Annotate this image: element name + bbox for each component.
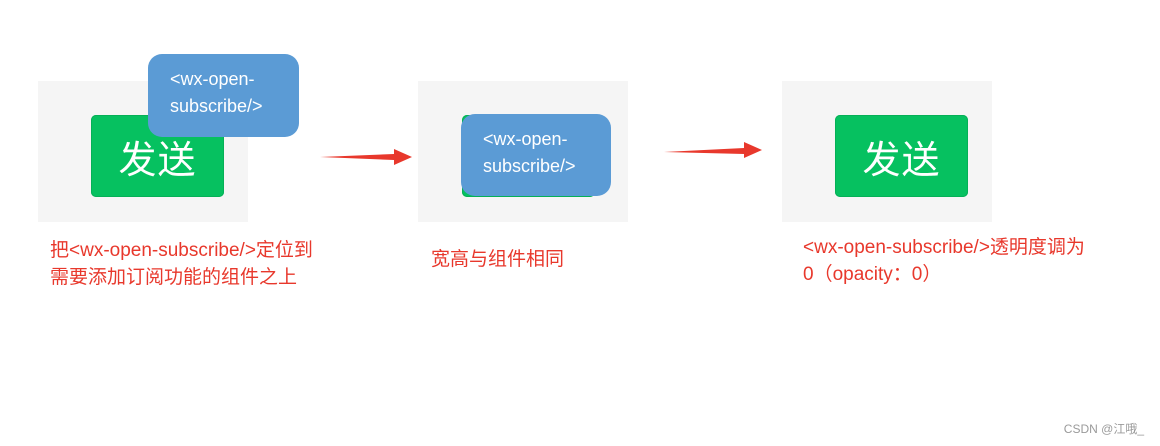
step3-send-button[interactable]: 发送 [835, 115, 968, 197]
step3-caption: <wx-open-subscribe/>透明度调为 0（opacity：0） [803, 234, 1085, 288]
arrow-right-icon [664, 142, 762, 158]
step1-wx-open-subscribe-overlay: <wx-open-subscribe/> [148, 54, 299, 137]
arrow-right-icon [320, 149, 412, 165]
step2-caption: 宽高与组件相同 [431, 246, 564, 273]
step2-caption-line1: 宽高与组件相同 [431, 249, 565, 270]
step1-caption: 把<wx-open-subscribe/>定位到 需要添加订阅功能的组件之上 [50, 237, 313, 291]
step3-caption-line2: 0（opacity：0） [803, 264, 942, 285]
step3-caption-line1: <wx-open-subscribe/>透明度调为 [803, 237, 1085, 258]
step1-caption-line2: 需要添加订阅功能的组件之上 [50, 267, 298, 288]
step1-caption-line1: 把<wx-open-subscribe/>定位到 [50, 240, 313, 261]
watermark: CSDN @江哦_ [1063, 422, 1144, 436]
step2-wx-open-subscribe-overlay: <wx-open-subscribe/> [461, 114, 611, 196]
